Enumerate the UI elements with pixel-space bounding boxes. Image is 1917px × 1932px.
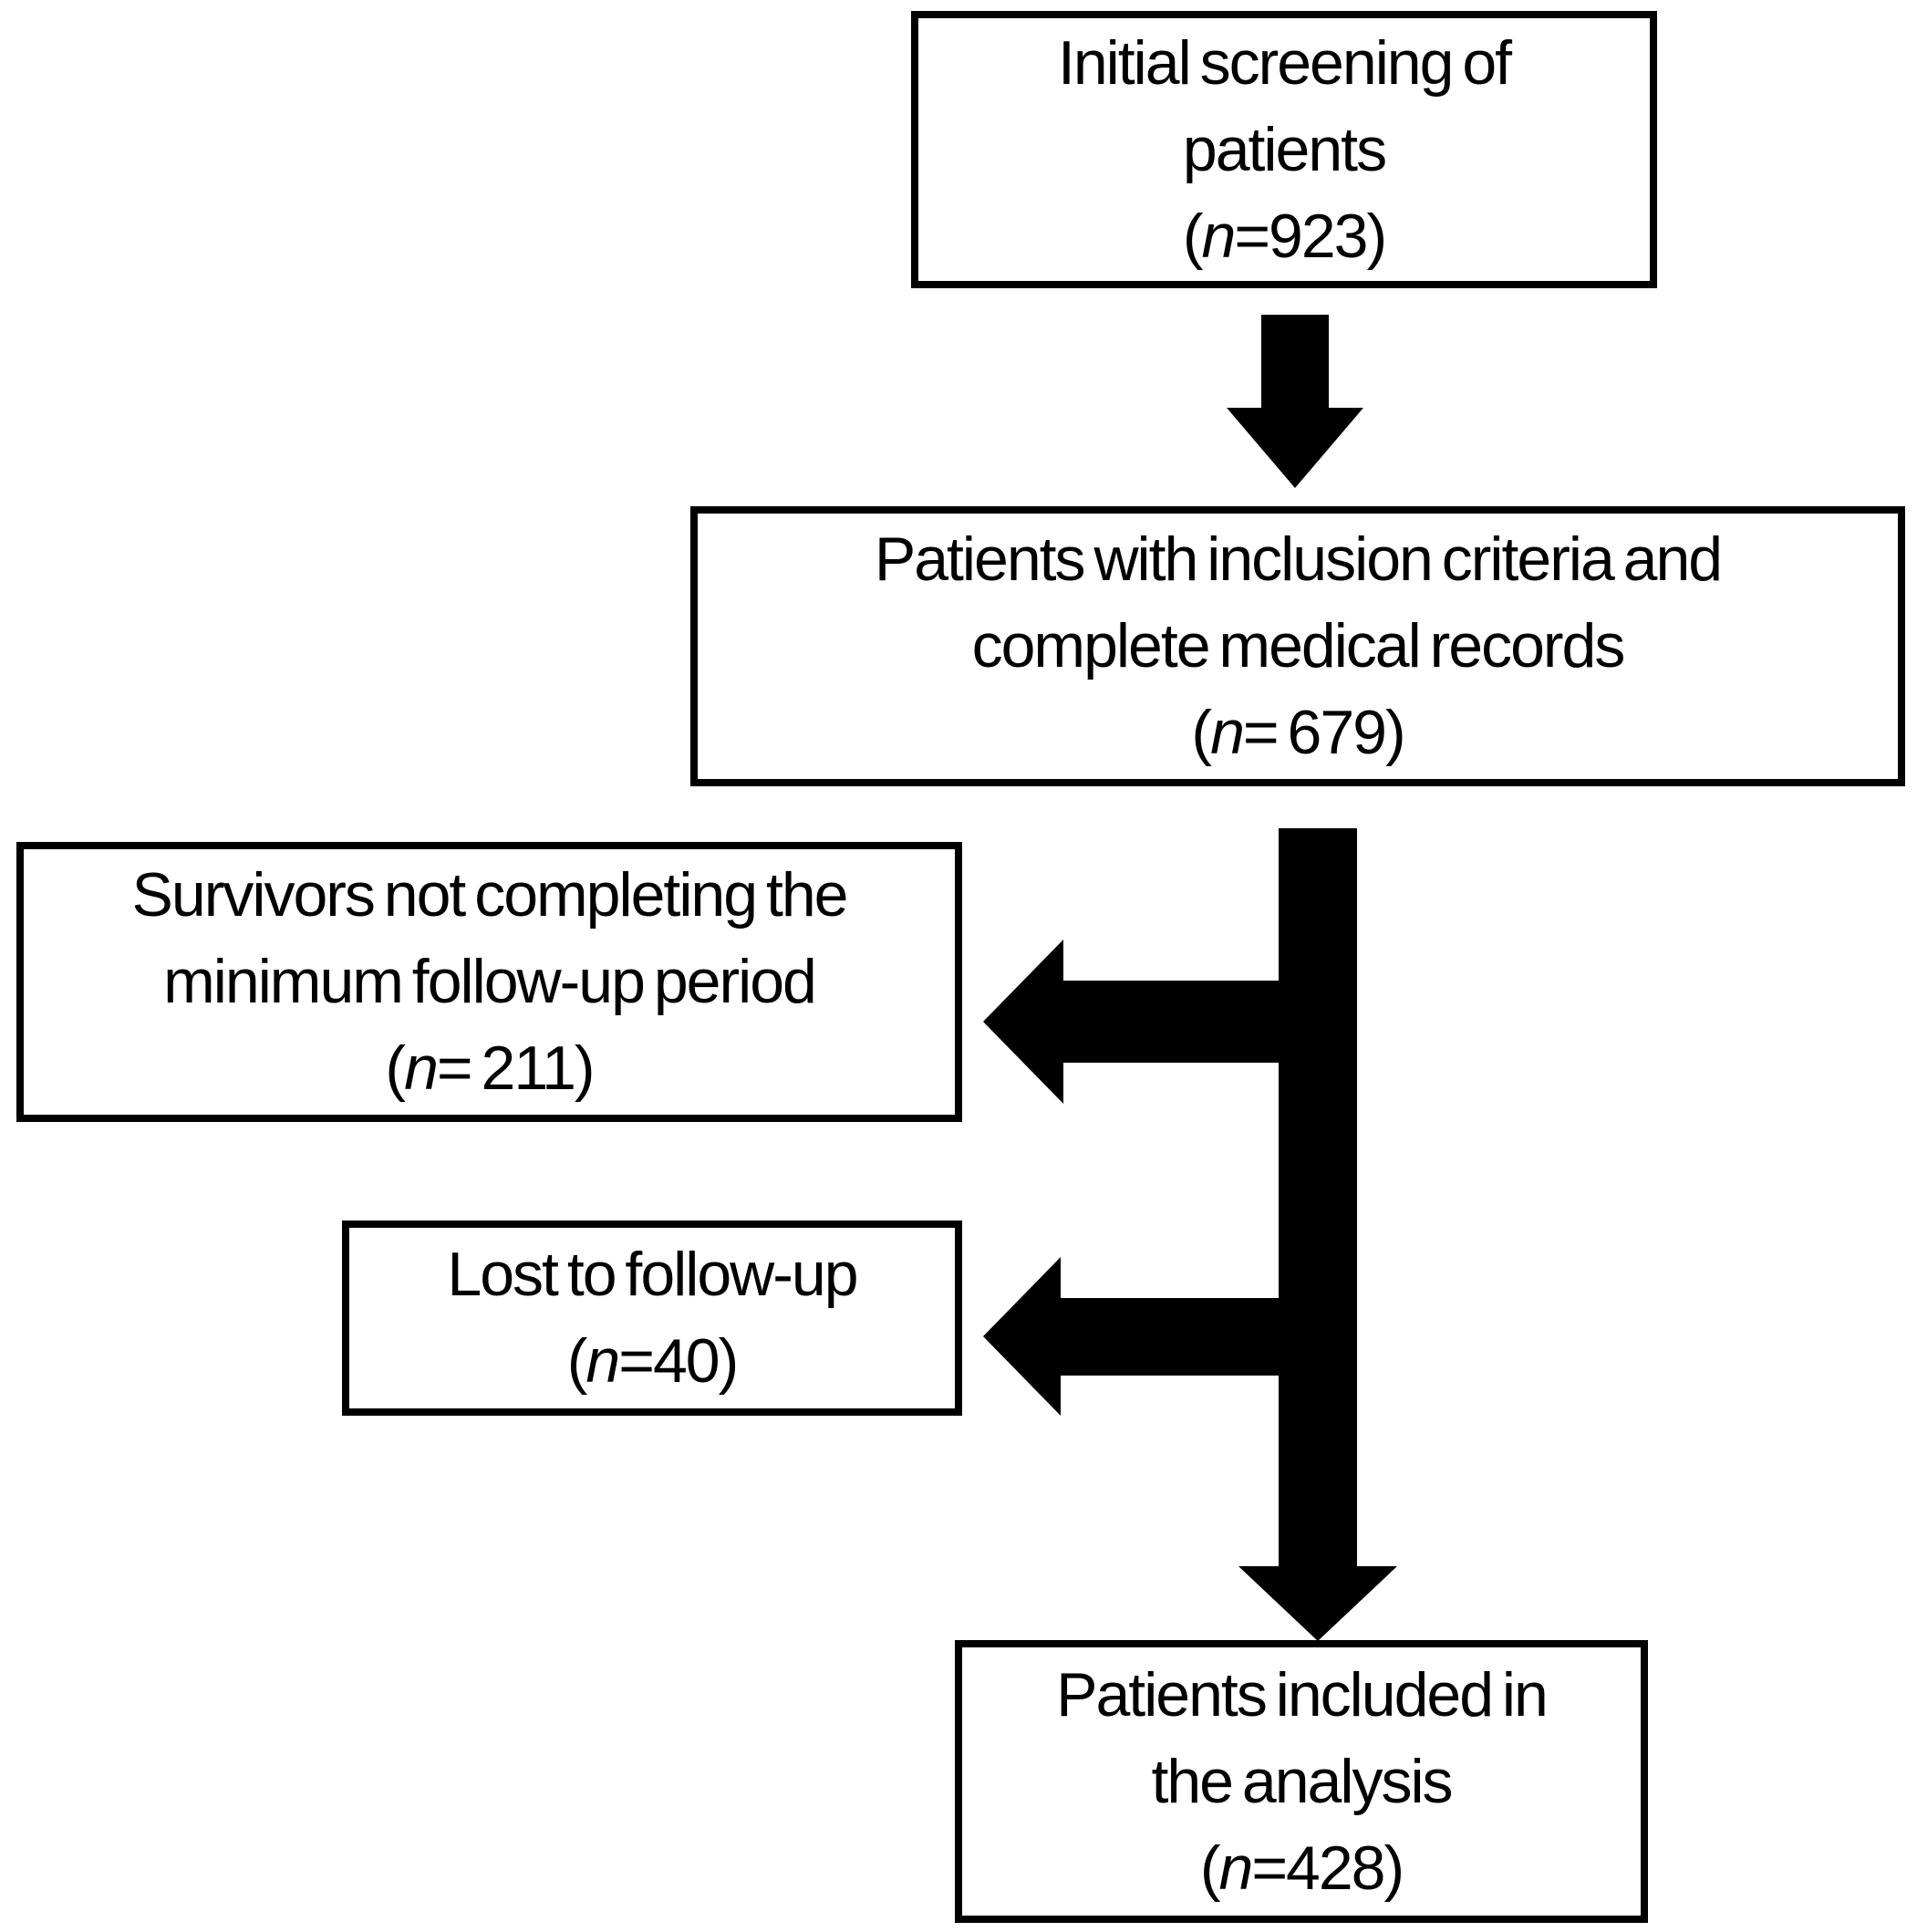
count-n-variable: n [1218, 1833, 1254, 1903]
arrow-main-flow-shaft [1279, 828, 1357, 1569]
count-open-paren: ( [566, 1326, 588, 1396]
count-value: =923) [1234, 201, 1387, 271]
box-count-line: (n= 211) [385, 1025, 596, 1112]
box-count-line: (n=923) [1182, 193, 1387, 280]
box-survivors-excluded: Survivors not completing the minimum fol… [16, 842, 962, 1122]
arrow-screening-to-eligible-head [1227, 408, 1363, 488]
count-value: =428) [1251, 1833, 1404, 1903]
box-lost-followup: Lost to follow-up (n=40) [342, 1220, 962, 1416]
count-n-variable: n [1210, 698, 1245, 767]
count-value: =40) [618, 1326, 739, 1396]
arrow-to-lost-shaft [1060, 1298, 1279, 1376]
box-text-line: minimum follow-up period [163, 947, 817, 1016]
box-initial-screening: Initial screening of patients (n=923) [911, 11, 1657, 288]
count-n-variable: n [1201, 201, 1237, 271]
arrow-main-flow-head [1238, 1566, 1397, 1641]
box-text-line: Patients included in [1056, 1659, 1549, 1729]
count-open-paren: ( [1199, 1833, 1221, 1903]
count-n-variable: n [585, 1326, 620, 1396]
count-open-paren: ( [385, 1034, 406, 1103]
arrow-to-survivors-head [983, 940, 1063, 1104]
box-text-line: Initial screening of [1057, 27, 1512, 98]
count-open-paren: ( [1182, 201, 1204, 271]
count-open-paren: ( [1191, 698, 1212, 767]
arrow-to-survivors-shaft [1062, 981, 1279, 1063]
box-text-line: patients [1182, 114, 1387, 184]
box-included-analysis: Patients included in the analysis (n=428… [955, 1640, 1648, 1923]
box-count-line: (n= 679) [1191, 690, 1406, 776]
count-n-variable: n [404, 1034, 439, 1103]
count-value: = 679) [1242, 698, 1406, 767]
count-value: = 211) [436, 1034, 596, 1103]
box-count-line: (n=428) [1199, 1825, 1404, 1912]
arrow-screening-to-eligible-shaft [1261, 315, 1329, 410]
box-text-line: Patients with inclusion criteria and [874, 525, 1723, 594]
box-count-line: (n=40) [566, 1318, 739, 1405]
box-text-line: the analysis [1151, 1746, 1453, 1816]
box-text-line: complete medical records [971, 611, 1626, 680]
box-inclusion-criteria: Patients with inclusion criteria and com… [690, 506, 1905, 786]
box-text-line: Lost to follow-up [447, 1240, 858, 1309]
box-text-line: Survivors not completing the [131, 860, 849, 930]
arrow-to-lost-head [983, 1257, 1061, 1416]
